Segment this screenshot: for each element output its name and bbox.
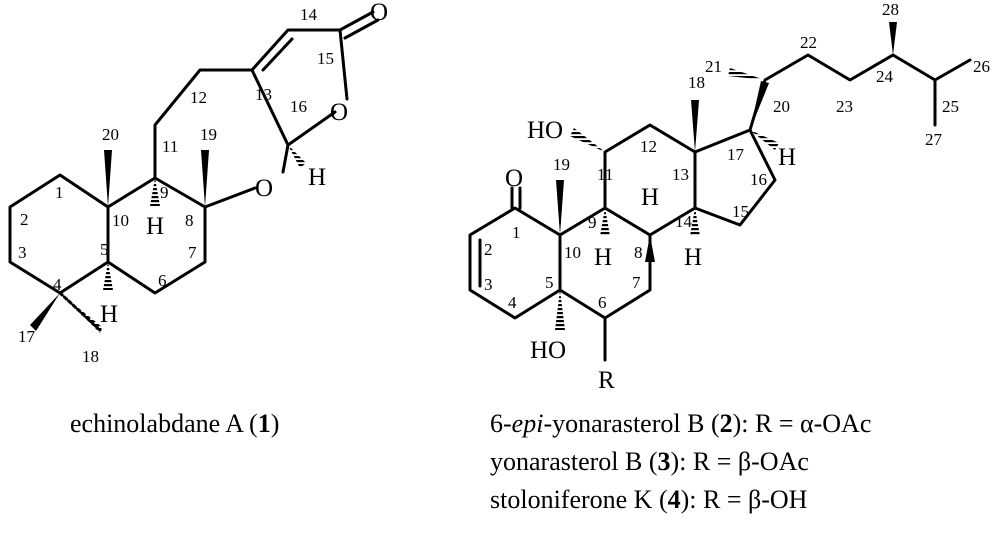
c2-5: 5 xyxy=(545,273,554,292)
stereo-bonds-mol2 xyxy=(555,22,897,330)
c2-27: 27 xyxy=(925,130,943,149)
c2-13: 13 xyxy=(672,165,689,184)
c1-1: 1 xyxy=(55,183,64,202)
h-16: H xyxy=(308,164,326,191)
h-17: H xyxy=(778,144,796,171)
c1-15: 15 xyxy=(317,49,334,68)
c2-3: 3 xyxy=(484,275,493,294)
hydroxyl-c11: HO xyxy=(527,117,563,144)
c2-12: 12 xyxy=(640,137,657,156)
c1-7: 7 xyxy=(188,243,197,262)
c2-14: 14 xyxy=(675,212,693,231)
lactone-oxygen: O xyxy=(330,99,348,126)
c2-18: 18 xyxy=(688,73,705,92)
caption-stoloniferone-k: stoloniferone K (4): R = β-OH xyxy=(490,485,808,514)
c1-5: 5 xyxy=(100,240,109,259)
h-9: H xyxy=(146,213,164,240)
c1-18: 18 xyxy=(82,347,99,366)
hydroxyl-c5: HO xyxy=(530,337,566,364)
c2-7: 7 xyxy=(632,273,641,292)
c1-2: 2 xyxy=(20,210,29,229)
c2-19: 19 xyxy=(553,155,570,174)
c1-4: 4 xyxy=(53,275,62,294)
c1-8: 8 xyxy=(185,211,194,230)
atoms-mol2: O HO HO R H H H H xyxy=(505,117,796,394)
c2-24: 24 xyxy=(876,67,894,86)
ring-oxygen: O xyxy=(255,175,273,202)
c2-15: 15 xyxy=(732,202,749,221)
c1-11: 11 xyxy=(162,137,178,156)
c2-8: 8 xyxy=(634,243,643,262)
h-14: H xyxy=(684,244,702,271)
c1-16: 16 xyxy=(290,97,307,116)
c1-13: 13 xyxy=(255,85,272,104)
h-8: H xyxy=(641,184,659,211)
caption-echinolabdane-a: echinolabdane A (1) xyxy=(70,409,280,438)
c2-22: 22 xyxy=(800,33,817,52)
c2-10: 10 xyxy=(564,243,581,262)
c2-26: 26 xyxy=(973,57,990,76)
c1-14: 14 xyxy=(300,5,318,24)
c1-19: 19 xyxy=(200,125,217,144)
c2-9: 9 xyxy=(588,213,597,232)
carbon-numbers-mol1: 1 2 3 4 5 6 7 8 9 10 11 12 13 14 15 16 1… xyxy=(18,5,334,366)
oxygen-c1: O xyxy=(505,165,523,192)
caption-6-epi-yonarasterol-b: 6-epi-yonarasterol B (2): R = α-OAc xyxy=(490,409,872,438)
c2-20: 20 xyxy=(773,97,790,116)
c2-6: 6 xyxy=(598,293,607,312)
r-group: R xyxy=(598,367,615,394)
c2-11: 11 xyxy=(597,165,613,184)
c1-17: 17 xyxy=(18,327,36,346)
c2-28: 28 xyxy=(882,0,899,19)
c1-9: 9 xyxy=(160,183,169,202)
c2-21: 21 xyxy=(705,57,722,76)
c2-23: 23 xyxy=(836,97,853,116)
h-5: H xyxy=(100,301,118,328)
molecule-yonarasterol xyxy=(468,53,972,362)
c1-20: 20 xyxy=(102,125,119,144)
atoms-mol1: O O O H H H xyxy=(100,0,388,328)
c2-2: 2 xyxy=(484,240,493,259)
c2-4: 4 xyxy=(508,293,517,312)
carbon-numbers-mol2: 1 2 3 4 5 6 7 8 9 10 11 12 13 14 15 16 1… xyxy=(484,0,990,312)
caption-yonarasterol-b: yonarasterol B (3): R = β-OAc xyxy=(490,447,809,476)
c2-25: 25 xyxy=(942,97,959,116)
c1-3: 3 xyxy=(18,243,27,262)
c2-17: 17 xyxy=(727,145,745,164)
c2-16: 16 xyxy=(750,170,767,189)
stereo-bonds-mol1 xyxy=(30,145,306,333)
c2-1: 1 xyxy=(512,223,521,242)
carbonyl-oxygen: O xyxy=(370,0,388,26)
c1-12: 12 xyxy=(190,88,207,107)
c1-6: 6 xyxy=(158,271,167,290)
h-9: H xyxy=(594,244,612,271)
c1-10: 10 xyxy=(112,211,129,230)
